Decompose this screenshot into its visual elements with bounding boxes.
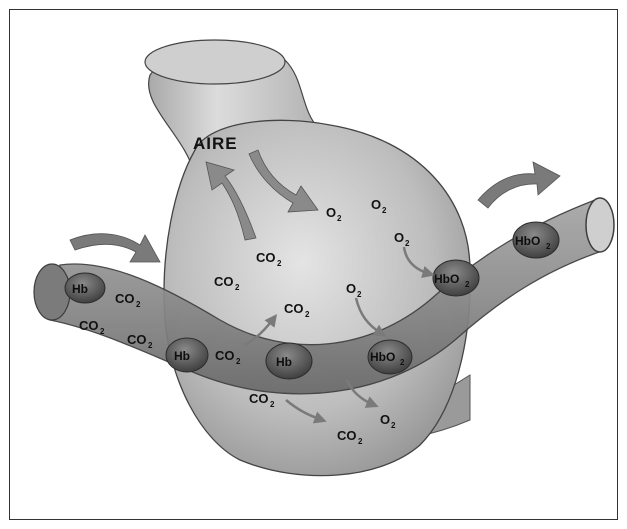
cell-label: HbO bbox=[434, 272, 459, 286]
svg-text:2: 2 bbox=[357, 290, 362, 299]
svg-text:O: O bbox=[346, 281, 356, 296]
svg-text:2: 2 bbox=[235, 283, 240, 292]
cell-label: HbO bbox=[515, 234, 540, 248]
svg-text:2: 2 bbox=[382, 206, 387, 215]
svg-text:2: 2 bbox=[358, 437, 363, 446]
svg-text:2: 2 bbox=[100, 327, 105, 336]
cell-label: Hb bbox=[174, 349, 190, 363]
cell-hb-2: Hb bbox=[166, 338, 208, 372]
svg-text:CO: CO bbox=[284, 301, 304, 316]
svg-text:CO: CO bbox=[214, 274, 234, 289]
svg-text:CO: CO bbox=[215, 348, 235, 363]
cell-label: Hb bbox=[72, 282, 88, 296]
cell-label-subscript: 2 bbox=[400, 358, 405, 367]
cell-label: Hb bbox=[276, 355, 292, 369]
cell-label: HbO bbox=[370, 350, 395, 364]
blood-out-arrow bbox=[478, 162, 560, 208]
svg-text:O: O bbox=[380, 412, 390, 427]
svg-text:2: 2 bbox=[305, 310, 310, 319]
blood-in-arrow bbox=[70, 234, 160, 262]
svg-text:2: 2 bbox=[337, 214, 342, 223]
alveolus-duct-opening bbox=[145, 40, 285, 84]
svg-text:2: 2 bbox=[270, 400, 275, 409]
svg-text:CO: CO bbox=[337, 428, 357, 443]
svg-text:CO: CO bbox=[79, 318, 99, 333]
cell-label-subscript: 2 bbox=[465, 280, 470, 289]
cell-label-subscript: 2 bbox=[546, 242, 551, 251]
svg-text:2: 2 bbox=[148, 341, 153, 350]
cell-hbo2-2: HbO 2 bbox=[433, 260, 479, 296]
svg-text:2: 2 bbox=[236, 357, 241, 366]
capillary-left-end bbox=[34, 264, 70, 320]
svg-text:CO: CO bbox=[127, 332, 147, 347]
cell-hbo2-3: HbO 2 bbox=[513, 222, 559, 258]
air-label: AIRE bbox=[193, 134, 238, 153]
svg-text:O: O bbox=[326, 205, 336, 220]
svg-text:2: 2 bbox=[136, 300, 141, 309]
svg-text:CO: CO bbox=[115, 291, 135, 306]
cell-hb-1: Hb bbox=[65, 273, 105, 303]
svg-text:CO: CO bbox=[256, 250, 276, 265]
svg-text:2: 2 bbox=[277, 259, 282, 268]
capillary-right-opening bbox=[586, 198, 614, 252]
cell-hb-3: Hb bbox=[266, 343, 312, 379]
svg-text:O: O bbox=[394, 230, 404, 245]
svg-text:CO: CO bbox=[249, 391, 269, 406]
svg-text:O: O bbox=[371, 197, 381, 212]
svg-text:2: 2 bbox=[405, 239, 410, 248]
svg-text:2: 2 bbox=[391, 421, 396, 430]
cell-hbo2-1: HbO 2 bbox=[368, 340, 412, 374]
